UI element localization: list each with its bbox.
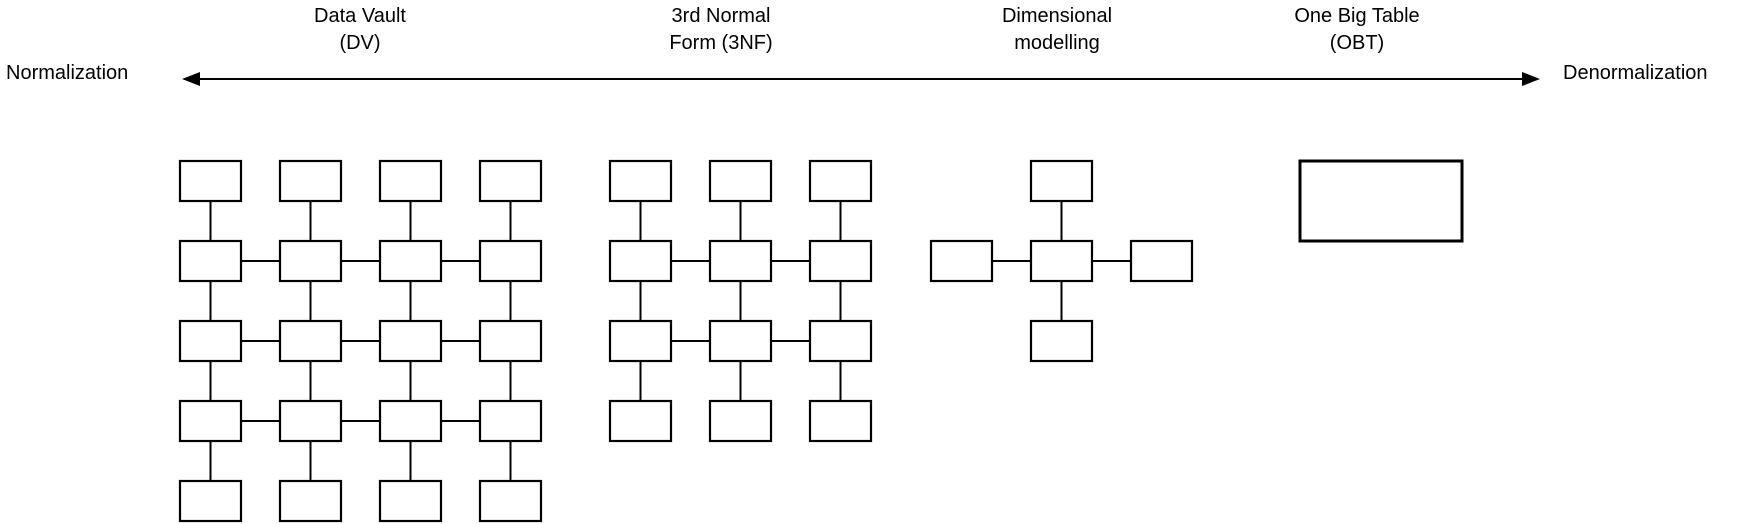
approach-label-line2: (DV) xyxy=(339,32,381,54)
data-vault-schema-table-box xyxy=(478,479,543,523)
one-big-table-schema xyxy=(1298,159,1464,243)
third-normal-form-schema-table-box xyxy=(808,399,873,443)
third-normal-form-schema-table-box xyxy=(608,239,673,283)
data-vault-schema-table-box xyxy=(278,399,343,443)
dimensional-star-schema-table-box xyxy=(1029,159,1094,203)
normalization-axis-arrow xyxy=(182,72,1540,86)
approach-label-line1: 3rd Normal xyxy=(671,5,771,27)
data-vault-schema xyxy=(178,159,543,523)
dimensional-star-schema-table-box xyxy=(929,239,994,283)
approach-label-line1: One Big Table xyxy=(1294,5,1420,27)
approach-label-3nf: 3rd Normal Form (3NF) xyxy=(669,3,772,57)
data-vault-schema-table-box xyxy=(278,159,343,203)
third-normal-form-schema-table-box xyxy=(708,399,773,443)
data-vault-schema-table-box xyxy=(378,399,443,443)
data-vault-schema-table-box xyxy=(278,479,343,523)
third-normal-form-schema-table-box xyxy=(808,319,873,363)
third-normal-form-schema-table-box xyxy=(708,159,773,203)
data-vault-schema-table-box xyxy=(378,159,443,203)
third-normal-form-schema-table-box xyxy=(608,319,673,363)
data-vault-schema-table-box xyxy=(178,159,243,203)
data-vault-schema-table-box xyxy=(178,399,243,443)
axis-arrowhead-right-icon xyxy=(1522,72,1540,86)
third-normal-form-schema-table-box xyxy=(708,239,773,283)
third-normal-form-schema-table-box xyxy=(608,159,673,203)
data-vault-schema-table-box xyxy=(178,319,243,363)
data-vault-schema-table-box xyxy=(178,479,243,523)
one-big-table-schema-table-box xyxy=(1298,159,1464,243)
third-normal-form-schema xyxy=(608,159,873,443)
data-vault-schema-table-box xyxy=(478,319,543,363)
approach-label-line2: (OBT) xyxy=(1329,32,1385,54)
data-vault-schema-table-box xyxy=(378,479,443,523)
axis-arrowhead-left-icon xyxy=(182,72,200,86)
dimensional-star-schema-table-box xyxy=(1129,239,1194,283)
dimensional-star-schema-table-box xyxy=(1029,319,1094,363)
data-vault-schema-table-box xyxy=(178,239,243,283)
dimensional-star-schema xyxy=(929,159,1194,363)
approach-label-obt: One Big Table (OBT) xyxy=(1294,3,1419,57)
data-vault-schema-table-box xyxy=(378,319,443,363)
third-normal-form-schema-table-box xyxy=(808,159,873,203)
approach-label-line1: Data Vault xyxy=(314,5,406,27)
data-vault-schema-table-box xyxy=(478,159,543,203)
data-vault-schema-table-box xyxy=(478,399,543,443)
data-vault-schema-table-box xyxy=(378,239,443,283)
third-normal-form-schema-table-box xyxy=(808,239,873,283)
data-vault-schema-table-box xyxy=(278,319,343,363)
approach-label-line1: Dimensional xyxy=(1001,5,1113,27)
data-vault-schema-table-box xyxy=(278,239,343,283)
approach-label-dimensional: Dimensional modelling xyxy=(1002,3,1112,57)
data-vault-schema-table-box xyxy=(478,239,543,283)
axis-left-label: Normalization xyxy=(6,62,129,84)
axis-right-label: Denormalization xyxy=(1563,62,1708,84)
approach-label-line2: Form (3NF) xyxy=(669,32,773,54)
approach-label-data-vault: Data Vault (DV) xyxy=(314,3,406,57)
third-normal-form-schema-table-box xyxy=(608,399,673,443)
dimensional-star-schema-table-box xyxy=(1029,239,1094,283)
third-normal-form-schema-table-box xyxy=(708,319,773,363)
approach-label-line2: modelling xyxy=(1014,32,1100,54)
